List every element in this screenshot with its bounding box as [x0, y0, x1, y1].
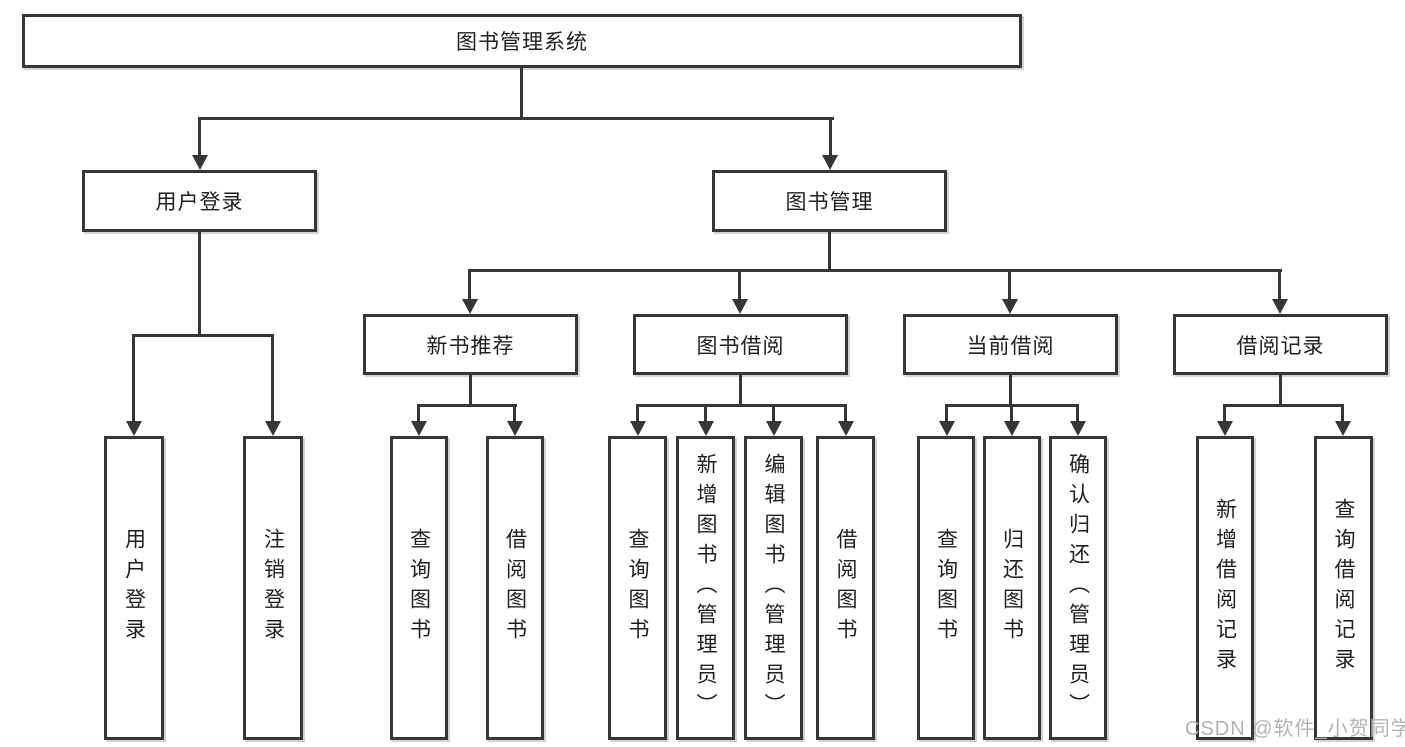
leaf-return-book-label: 归还图书: [1000, 528, 1024, 648]
node-book-borrowing: 图书借阅: [633, 314, 848, 375]
connector-line: [1223, 404, 1226, 422]
node-borrowing-records-label: 借阅记录: [1236, 334, 1325, 358]
leaf-add-book-admin: 新增图书（管理员）: [676, 436, 735, 740]
csdn-watermark: CSDN @软件_小贺同学: [1185, 718, 1405, 740]
leaf-logout: 注销登录: [243, 436, 303, 740]
arrow-down-icon: [698, 421, 714, 436]
connector-line: [198, 117, 201, 156]
node-book-management: 图书管理: [712, 170, 947, 232]
connector-line: [1279, 374, 1282, 407]
connector-line: [1076, 404, 1079, 422]
arrow-down-icon: [462, 299, 478, 314]
connector-line: [1009, 374, 1012, 407]
arrow-down-icon: [265, 421, 281, 436]
node-new-book-recommend: 新书推荐: [363, 314, 578, 375]
arrow-down-icon: [1070, 421, 1086, 436]
node-book-borrowing-label: 图书借阅: [696, 334, 785, 358]
leaf-confirm-return-admin-label: 确认归还（管理员）: [1066, 453, 1090, 723]
leaf-confirm-return-admin: 确认归还（管理员）: [1049, 436, 1107, 740]
node-root: 图书管理系统: [22, 14, 1022, 68]
leaf-add-borrow-record: 新增借阅记录: [1196, 436, 1254, 740]
connector-line: [636, 404, 847, 407]
leaf-query-books-recommend: 查询图书: [390, 436, 448, 740]
arrow-down-icon: [732, 299, 748, 314]
connector-line: [198, 117, 834, 120]
connector-line: [513, 404, 516, 422]
node-user-login-label: 用户登录: [155, 191, 244, 214]
arrow-down-icon: [630, 421, 646, 436]
connector-line: [772, 404, 775, 422]
leaf-borrow-book: 借阅图书: [816, 436, 875, 740]
connector-line: [1278, 269, 1281, 300]
arrow-down-icon: [411, 421, 427, 436]
connector-line: [468, 269, 1282, 272]
arrow-down-icon: [192, 155, 208, 170]
connector-line: [469, 374, 472, 407]
connector-line: [636, 404, 639, 422]
leaf-borrow-books-recommend: 借阅图书: [486, 436, 544, 740]
node-borrowing-records: 借阅记录: [1173, 314, 1388, 375]
leaf-add-book-admin-label: 新增图书（管理员）: [694, 453, 717, 723]
connector-line: [1010, 404, 1013, 422]
arrow-down-icon: [1272, 299, 1288, 314]
connector-line: [1008, 269, 1011, 300]
connector-line: [829, 117, 832, 156]
connector-line: [417, 404, 420, 422]
leaf-edit-book-admin-label: 编辑图书（管理员）: [762, 453, 785, 723]
leaf-query-books-label: 查询图书: [626, 528, 649, 648]
arrow-down-icon: [1002, 299, 1018, 314]
leaf-query-current-books: 查询图书: [917, 436, 975, 740]
arrow-down-icon: [1004, 421, 1020, 436]
leaf-query-books-recommend-label: 查询图书: [407, 528, 431, 648]
connector-line: [132, 334, 135, 422]
arrow-down-icon: [766, 421, 782, 436]
node-current-borrowing-label: 当前借阅: [966, 334, 1055, 358]
connector-line: [520, 66, 523, 120]
leaf-edit-book-admin: 编辑图书（管理员）: [744, 436, 803, 740]
arrow-down-icon: [1335, 421, 1351, 436]
connector-line: [1341, 404, 1344, 422]
connector-line: [198, 231, 201, 337]
node-user-login: 用户登录: [82, 170, 317, 232]
leaf-query-current-books-label: 查询图书: [934, 528, 958, 648]
arrow-down-icon: [939, 421, 955, 436]
arrow-down-icon: [822, 155, 838, 170]
leaf-query-borrow-record-label: 查询借阅记录: [1332, 498, 1355, 678]
leaf-borrow-books-recommend-label: 借阅图书: [503, 528, 527, 648]
node-current-borrowing: 当前借阅: [903, 314, 1118, 375]
arrow-down-icon: [126, 421, 142, 436]
leaf-return-book: 归还图书: [983, 436, 1041, 740]
arrow-down-icon: [507, 421, 523, 436]
leaf-user-login: 用户登录: [104, 436, 164, 740]
leaf-add-borrow-record-label: 新增借阅记录: [1213, 498, 1237, 678]
connector-line: [1223, 404, 1344, 407]
node-root-label: 图书管理系统: [456, 31, 588, 54]
leaf-query-books: 查询图书: [608, 436, 667, 740]
leaf-query-borrow-record: 查询借阅记录: [1314, 436, 1373, 740]
arrow-down-icon: [838, 421, 854, 436]
arrow-down-icon: [1217, 421, 1233, 436]
connector-line: [739, 374, 742, 407]
connector-line: [738, 269, 741, 300]
connector-line: [945, 404, 948, 422]
connector-line: [468, 269, 471, 300]
connector-line: [844, 404, 847, 422]
leaf-borrow-book-label: 借阅图书: [834, 528, 857, 648]
connector-line: [417, 404, 517, 407]
leaf-logout-label: 注销登录: [261, 528, 285, 648]
node-new-book-recommend-label: 新书推荐: [426, 334, 515, 358]
connector-line: [828, 231, 831, 272]
connector-line: [704, 404, 707, 422]
leaf-user-login-label: 用户登录: [122, 528, 146, 648]
node-book-management-label: 图书管理: [785, 191, 874, 214]
connector-line: [132, 334, 274, 337]
connector-line: [271, 334, 274, 422]
